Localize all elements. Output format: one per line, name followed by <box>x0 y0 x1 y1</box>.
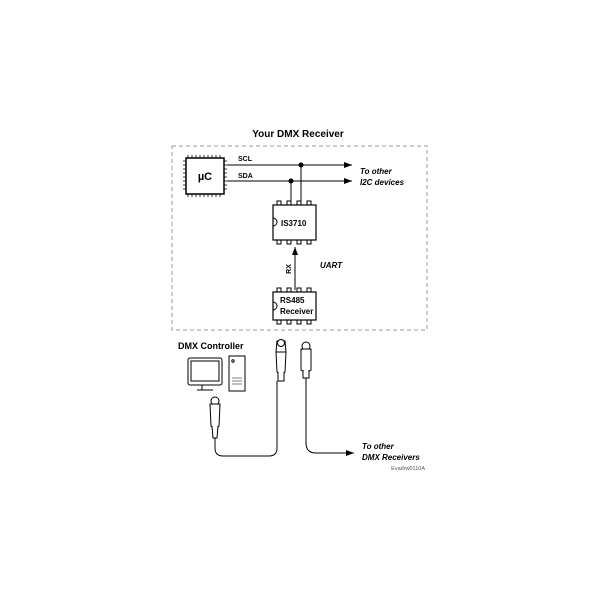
is3710-chip <box>272 200 317 245</box>
i2c-dest-line2: I2C devices <box>360 178 405 187</box>
rs485-receiver-chip <box>272 287 317 325</box>
is3710-label: IS3710 <box>281 219 307 228</box>
dmx-dest-line1: To other <box>362 442 395 451</box>
dmx-cable-out <box>305 378 354 456</box>
xlr-connector-controller-icon <box>209 396 221 439</box>
xlr-connector-out-icon <box>300 341 312 379</box>
computer-icon <box>187 355 246 392</box>
microcontroller-chip: µC <box>183 155 227 197</box>
mcu-label: µC <box>198 171 212 183</box>
diagram-title: Your DMX Receiver <box>252 129 344 140</box>
rx-label: RX <box>286 264 293 274</box>
dmx-cable-in <box>214 381 278 457</box>
sda-label: SDA <box>238 173 253 180</box>
controller-title: DMX Controller <box>178 341 244 351</box>
dmx-dest-line2: DMX Receivers <box>362 453 420 462</box>
i2c-dest-line1: To other <box>360 167 393 176</box>
uart-label: UART <box>320 261 343 270</box>
rs485-label-line1: RS485 <box>280 296 305 305</box>
receiver-boundary <box>171 145 428 331</box>
xlr-connector-in-icon <box>275 339 287 382</box>
figure-id: Evadrw0110A <box>391 466 425 472</box>
scl-label: SCL <box>238 156 253 163</box>
rs485-label-line2: Receiver <box>280 307 313 316</box>
